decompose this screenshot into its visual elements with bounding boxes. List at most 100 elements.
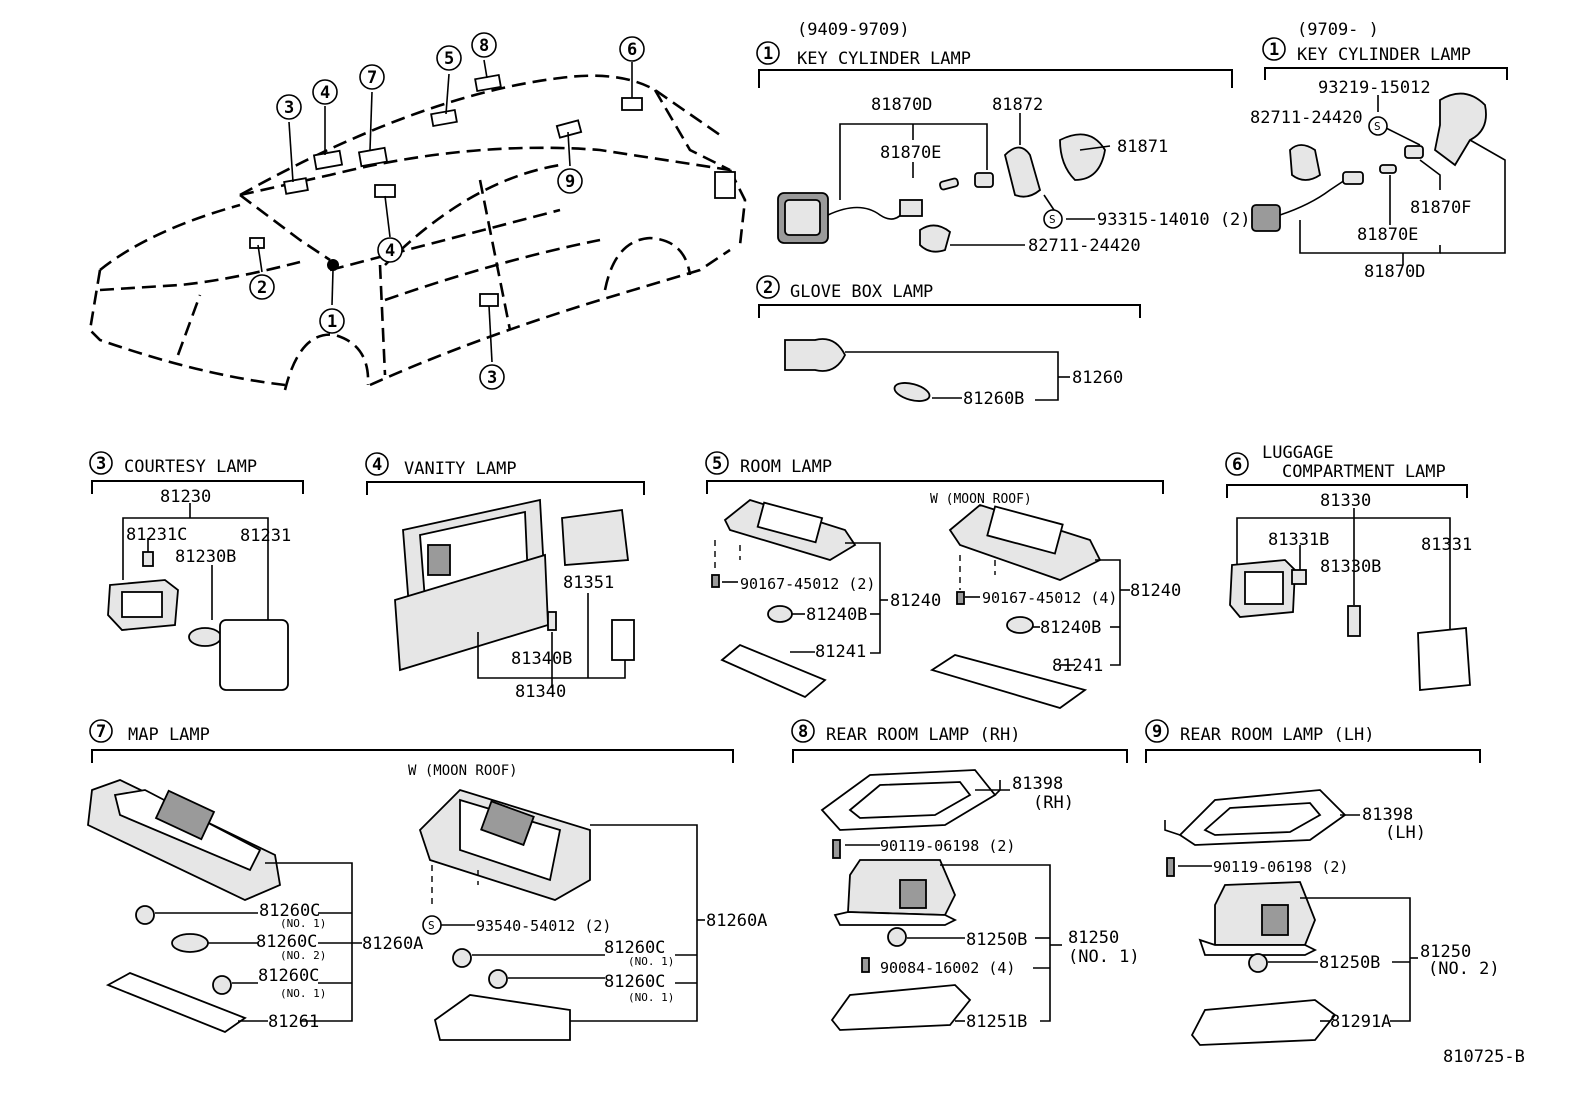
callout-circle — [359, 64, 385, 90]
lens-part — [830, 984, 972, 1031]
bulb-part — [887, 927, 907, 947]
part-label: 93540-54012 (2) — [476, 917, 611, 935]
svg-text:(RH): (RH) — [1033, 793, 1074, 813]
part-label: 81240 — [1130, 581, 1181, 601]
lens-part — [1190, 999, 1337, 1046]
section-courtesy-lamp: 3 COURTESY LAMP 81230 81231C 81230B 8123… — [89, 451, 304, 691]
part-label: 81250B — [1319, 953, 1380, 973]
lens-part — [561, 508, 630, 566]
car-callout-leaders — [257, 59, 633, 363]
bulb-part — [1347, 605, 1361, 637]
part-label: 81230 — [160, 487, 211, 507]
section-title: KEY CYLINDER LAMP — [1297, 45, 1471, 65]
part-label: 81260A — [362, 934, 423, 954]
part-label: 93315-14010 (2) — [1097, 210, 1251, 230]
part-label: 81330B — [1320, 557, 1381, 577]
section-key-cylinder-a: (9409-9709) 1 KEY CYLINDER LAMP S 81870D… — [756, 20, 1251, 256]
svg-text:S: S — [1049, 213, 1056, 226]
callout-number: 4 — [385, 241, 395, 261]
section-bracket — [91, 749, 734, 763]
lens-part — [929, 654, 1088, 709]
screw-part — [956, 591, 965, 605]
section-room-lamp: 5 ROOM LAMP W (MOON ROOF) 90167-45012 (2… — [705, 451, 1181, 709]
section-bracket — [792, 749, 1128, 763]
callout-circle — [377, 237, 403, 263]
lamp-holder-part — [1004, 146, 1042, 198]
svg-text:(NO. 2): (NO. 2) — [280, 949, 326, 962]
svg-text:1: 1 — [1269, 40, 1279, 60]
part-label: 90167-45012 (2) — [740, 575, 875, 593]
section-number: 1 — [763, 44, 773, 64]
period-label: (9709- ) — [1297, 20, 1379, 40]
part-label: 82711-24420 — [1250, 108, 1363, 128]
svg-text:(NO. 1): (NO. 1) — [1068, 947, 1140, 967]
section-rear-room-lamp-lh: 9 REAR ROOM LAMP (LH) 81398 (LH) 90119-0… — [1145, 719, 1500, 1046]
section-vanity-lamp: 4 VANITY LAMP 81351 81340B 81340 — [365, 452, 645, 702]
bulb-part — [171, 933, 209, 953]
section-title-line1: LUGGAGE — [1262, 443, 1334, 463]
part-label: 81250B — [966, 930, 1027, 950]
part-label: 81331 — [1421, 535, 1472, 555]
lens-part — [1417, 627, 1471, 691]
part-label: 81260C — [259, 901, 320, 921]
svg-text:(NO. 1): (NO. 1) — [628, 955, 674, 968]
socket-part — [784, 338, 847, 372]
section-bracket — [1226, 484, 1468, 498]
callout-circle — [479, 364, 505, 390]
part-label: 81231C — [126, 525, 187, 545]
section-glove-box-lamp: 2 GLOVE BOX LAMP 81260 81260B — [756, 275, 1141, 409]
section-title: ROOM LAMP — [740, 457, 832, 477]
part-label: 81871 — [1117, 137, 1168, 157]
callout-number: 2 — [257, 278, 267, 298]
section-key-cylinder-b: (9709- ) 1 KEY CYLINDER LAMP S 93219-150… — [1250, 20, 1508, 282]
svg-text:(LH): (LH) — [1385, 823, 1426, 843]
section-number-circle — [756, 41, 780, 65]
part-label: 81260 — [1072, 368, 1123, 388]
part-label: 81260C — [258, 966, 319, 986]
part-label: 81870F — [1410, 198, 1471, 218]
section-bracket — [366, 481, 645, 495]
variant-label: W (MOON ROOF) — [930, 492, 1032, 507]
bulb-part — [188, 627, 222, 647]
section-bracket — [91, 480, 304, 494]
bulb-part — [135, 905, 155, 925]
part-label: 81260C — [256, 932, 317, 952]
part-label: 81330 — [1320, 491, 1371, 511]
section-title: VANITY LAMP — [404, 459, 517, 479]
part-label: 81340B — [511, 649, 572, 669]
part-label: 81240B — [1040, 618, 1101, 638]
svg-text:(NO. 2): (NO. 2) — [1428, 959, 1500, 979]
svg-text:(NO. 1): (NO. 1) — [280, 987, 326, 1000]
svg-text:5: 5 — [712, 454, 722, 474]
screw-part — [1166, 857, 1175, 877]
section-bracket — [1264, 67, 1508, 80]
svg-text:S: S — [428, 919, 435, 932]
svg-text:4: 4 — [372, 455, 382, 475]
period-label: (9409-9709) — [797, 20, 910, 40]
part-label: 81870E — [880, 143, 941, 163]
callout-circle — [249, 274, 275, 300]
svg-text:7: 7 — [96, 722, 106, 742]
variant-label: W (MOON ROOF) — [408, 763, 518, 779]
section-bracket — [1145, 749, 1481, 763]
part-label: 81231 — [240, 526, 291, 546]
part-label: 82711-24420 — [1028, 236, 1141, 256]
section-title: REAR ROOM LAMP (LH) — [1180, 725, 1374, 745]
part-label: 90119-06198 (2) — [880, 837, 1015, 855]
part-label: 90119-06198 (2) — [1213, 858, 1348, 876]
bulb-part — [488, 969, 508, 989]
section-title-line2: COMPARTMENT LAMP — [1282, 462, 1446, 482]
screw-part — [861, 957, 870, 973]
bulb-part — [1248, 953, 1268, 973]
part-label: 81870E — [1357, 225, 1418, 245]
section-title: COURTESY LAMP — [124, 457, 257, 477]
callout-circle — [312, 79, 338, 105]
svg-text:8: 8 — [798, 722, 808, 742]
part-label: 81870D — [1364, 262, 1425, 282]
callout-number: 6 — [627, 40, 637, 60]
lens-part — [433, 994, 571, 1041]
callout-number: 1 — [327, 312, 337, 332]
svg-text:9: 9 — [1152, 722, 1162, 742]
callout-number: 3 — [487, 368, 497, 388]
